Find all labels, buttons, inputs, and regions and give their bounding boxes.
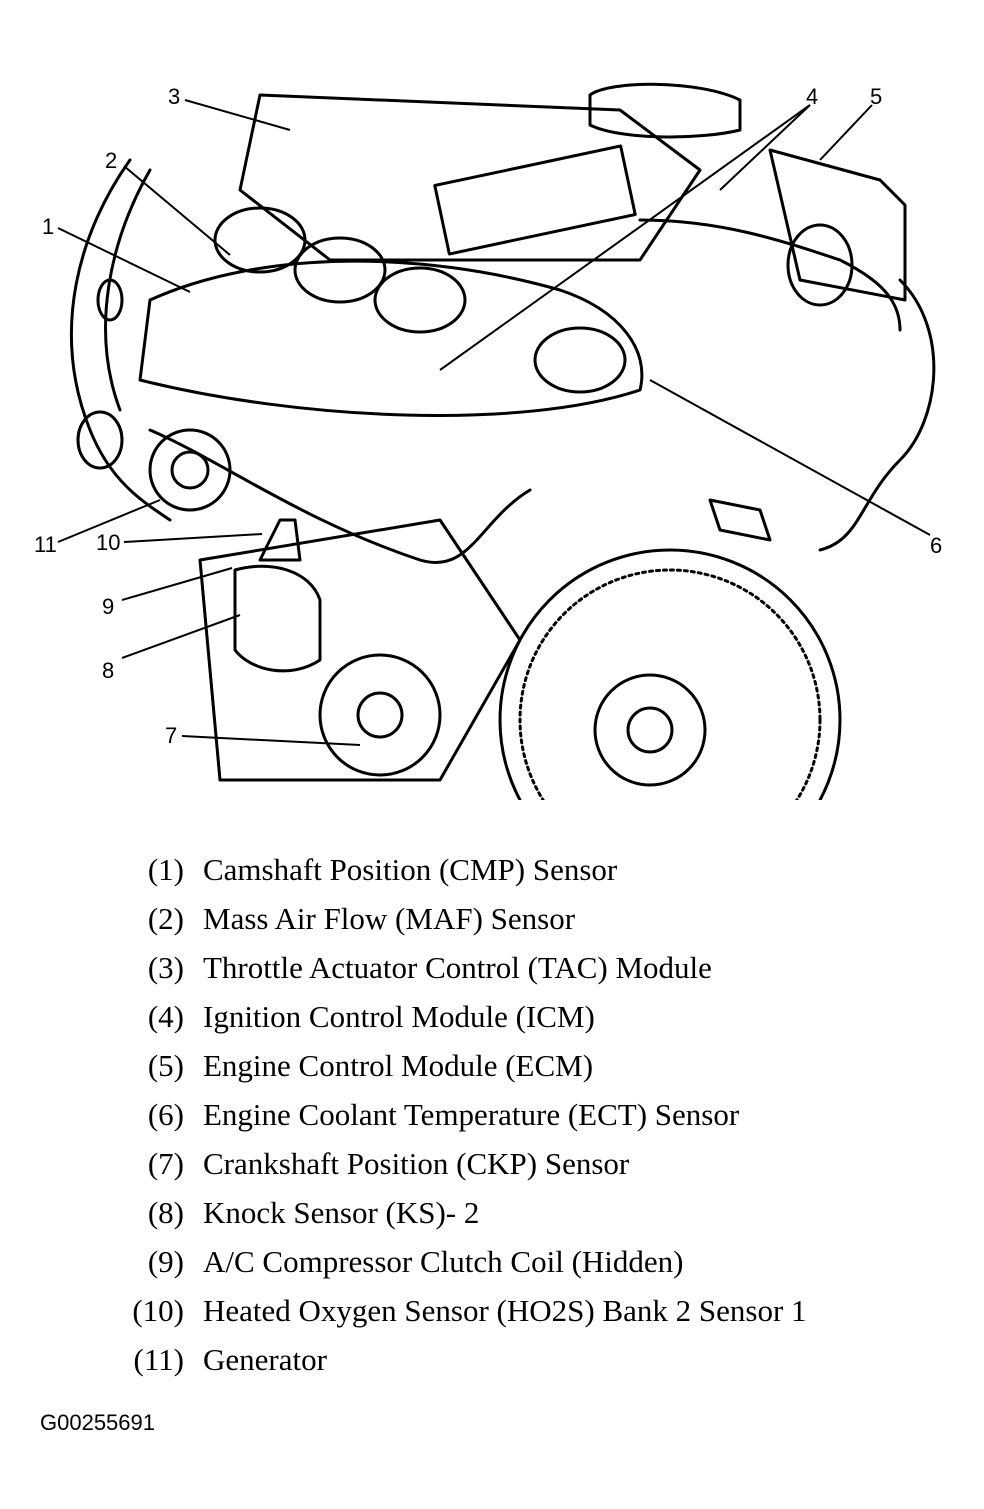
maf-tube-ring [786,223,854,307]
ac-compressor [233,564,322,673]
engine-illustration [57,82,936,800]
legend-item: (1) Camshaft Position (CMP) Sensor [0,852,984,892]
legend-number: (6) [147,1097,184,1132]
leader-3 [184,99,291,131]
intake-runner-3 [373,266,467,334]
legend-number: (9) [147,1244,184,1279]
intake-runner-2 [293,236,387,304]
callout-3: 3 [168,84,181,109]
legend-label: Mass Air Flow (MAF) Sensor [203,901,576,936]
legend-number: (5) [147,1048,184,1083]
legend-label: Engine Coolant Temperature (ECT) Sensor [203,1097,740,1132]
legend-label: Ignition Control Module (ICM) [203,999,595,1034]
legend-item: (2) Mass Air Flow (MAF) Sensor [0,901,984,941]
leader-1 [57,227,191,293]
legend-label: Camshaft Position (CMP) Sensor [203,852,618,887]
legend-number: (11) [133,1342,185,1377]
leader-10 [123,533,263,543]
callout-5: 5 [870,84,883,109]
legend-label: Knock Sensor (KS)- 2 [203,1195,480,1230]
dipstick-loop [96,278,124,322]
leader-4b [439,104,811,371]
legend-label: Generator [203,1342,327,1377]
ect-sensor [708,498,772,542]
leader-4a [719,104,811,191]
legend-item: (8) Knock Sensor (KS)- 2 [0,1195,984,1235]
legend-item: (6) Engine Coolant Temperature (ECT) Sen… [0,1097,984,1137]
leader-2 [123,165,231,256]
belt-housing-outline [69,158,172,522]
legend-number: (1) [147,852,184,887]
flywheel [498,548,842,800]
leader-7 [181,735,361,746]
legend-label: A/C Compressor Clutch Coil (Hidden) [203,1244,684,1279]
legend-number: (2) [147,901,184,936]
callout-1: 1 [42,214,55,239]
intake-manifold [138,259,644,417]
inlet-pipe [76,410,124,470]
callout-9: 9 [102,594,115,619]
legend-number: (4) [147,999,184,1034]
legend-item: (5) Engine Control Module (ECM) [0,1048,984,1088]
engine-diagram: 1 2 3 4 5 6 7 8 9 10 11 [34,82,943,800]
coolant-reservoir [588,82,742,139]
figure-id: G00255691 [40,1410,155,1435]
crank-pulley [318,653,442,777]
flywheel-teeth [518,568,822,800]
intake-runner-4 [533,326,627,394]
air-tube [638,218,902,332]
legend-number: (3) [147,950,184,985]
generator-pulley [148,428,232,512]
legend-number: (8) [147,1195,184,1230]
legend-number: (7) [147,1146,184,1181]
leader-5 [819,104,873,161]
callout-4: 4 [806,84,819,109]
legend-label: Crankshaft Position (CKP) Sensor [203,1146,630,1181]
intake-runner-1 [213,206,307,274]
flexplate-hub [626,706,674,754]
callout-10: 10 [96,530,121,555]
generator-hub [170,450,210,490]
legend-item: (7) Crankshaft Position (CKP) Sensor [0,1146,984,1186]
sensor-harness [148,428,532,564]
leader-lines [57,99,931,746]
legend-item: (4) Ignition Control Module (ICM) [0,999,984,1039]
legend-label: Heated Oxygen Sensor (HO2S) Bank 2 Senso… [203,1293,807,1328]
callout-7: 7 [165,723,178,748]
callout-8: 8 [102,658,115,683]
leader-8 [121,614,241,659]
legend-item: (11) Generator [0,1342,984,1382]
callout-11: 11 [34,532,57,557]
engine-block [198,518,522,782]
cover-plate [433,144,637,256]
leader-6 [649,379,931,536]
belt-housing-inner [104,168,152,412]
legend-label: Throttle Actuator Control (TAC) Module [203,950,712,985]
oxygen-sensor [258,518,302,562]
legend-item: (10) Heated Oxygen Sensor (HO2S) Bank 2 … [0,1293,984,1333]
ecm-box [768,148,907,302]
callout-6: 6 [930,533,943,558]
legend-item: (9) A/C Compressor Clutch Coil (Hidden) [0,1244,984,1284]
callout-2: 2 [105,148,118,173]
crank-hub [356,691,404,739]
wiring-harness [818,278,936,552]
leader-9 [121,567,233,601]
legend-item: (3) Throttle Actuator Control (TAC) Modu… [0,950,984,990]
engine-cover [238,93,702,262]
legend-label: Engine Control Module (ECM) [203,1048,594,1083]
leader-11 [57,499,161,543]
legend-number: (10) [132,1293,184,1328]
flexplate-center [593,673,707,787]
